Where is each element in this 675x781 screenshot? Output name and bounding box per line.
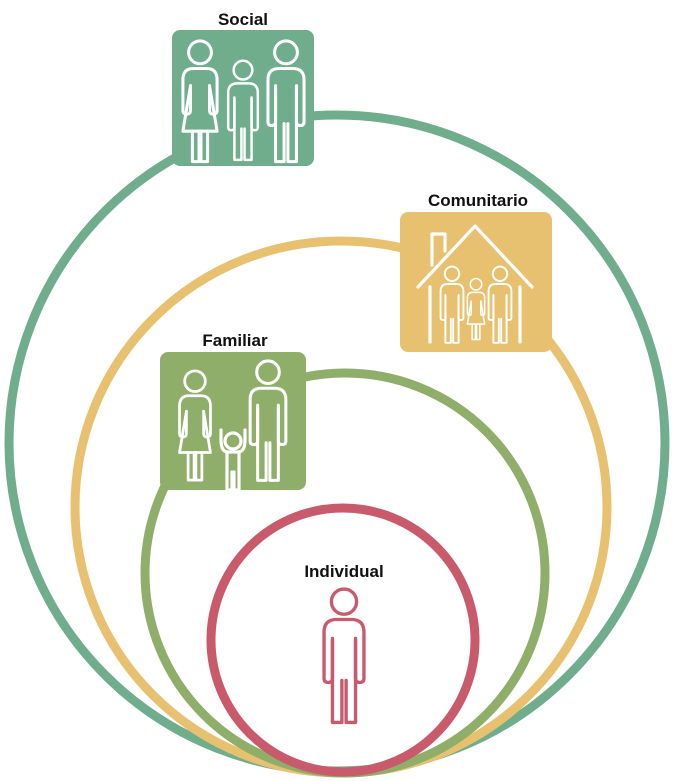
comunitario-label: Comunitario [428,191,528,210]
social-box [172,30,314,166]
social-circle [4,110,670,776]
person-icon [322,587,366,725]
social-label: Social [218,10,268,29]
individual-label: Individual [304,562,383,581]
familiar-label: Familiar [202,331,268,350]
individual-circle [206,503,480,777]
familiar-box [160,352,306,492]
house-family-icon [416,224,534,344]
comunitario-box [400,212,552,352]
